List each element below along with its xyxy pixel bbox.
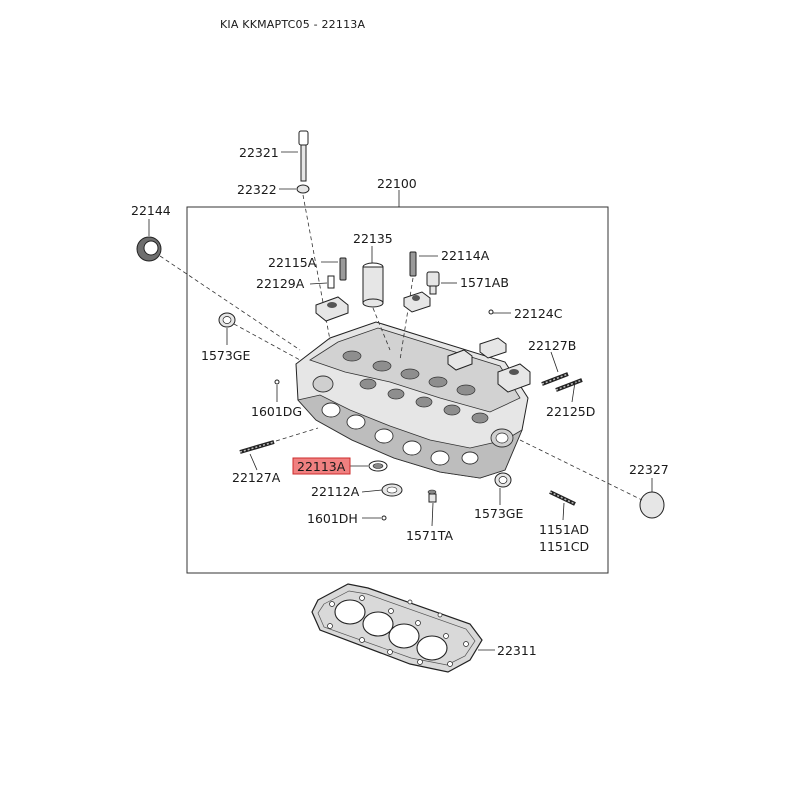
axis-plug-a [233,323,301,361]
callout-1151CD[interactable]: 1151CD [539,539,589,554]
gasket-22113A [368,460,388,472]
plug-1571TA [427,489,437,503]
ball-1601DG [274,379,280,385]
callout-22127A[interactable]: 22127A [232,470,281,485]
callout-22125D[interactable]: 22125D [546,404,595,419]
callout-22124C[interactable]: 22124C [514,306,563,321]
cup-plug-1573GE-a [218,312,236,328]
bolt-22321 [298,130,309,182]
pin-22124C [488,309,494,315]
stud-22127A [239,440,275,454]
ball-1601DH [381,515,387,521]
callout-22321[interactable]: 22321 [239,145,279,160]
callout-1573GE-upper[interactable]: 1573GE [201,348,250,363]
diagram-title: KIA KKMAPTC05 - 22113A [220,18,365,31]
callout-1601DG[interactable]: 1601DG [251,404,302,419]
tappet-22135 [362,262,384,308]
axis-stud-a [275,427,319,442]
callout-1601DH[interactable]: 1601DH [307,511,358,526]
cap-22327 [639,491,665,519]
callout-1573GE-lower[interactable]: 1573GE [474,506,523,521]
seal-22112A [381,483,403,497]
callout-1151AD[interactable]: 1151AD [539,522,589,537]
callout-22135[interactable]: 22135 [353,231,393,246]
callout-1571TA[interactable]: 1571TA [406,528,453,543]
valve-guide-22114A [409,251,417,277]
cup-plug-1573GE-b [494,472,512,488]
callouts: 22321 22322 22100 22144 22135 22115A 221… [131,145,669,658]
plug-1571AB [426,271,440,295]
cam-cap-front [497,363,531,393]
callout-22113A[interactable]: 22113A [297,459,346,474]
cam-cap-right-2 [479,337,507,359]
leader-lines [148,151,653,651]
callout-22127B[interactable]: 22127B [528,338,576,353]
callout-22327[interactable]: 22327 [629,462,669,477]
callout-22112A[interactable]: 22112A [311,484,360,499]
callout-22114A[interactable]: 22114A [441,248,490,263]
washer-22322 [296,184,310,194]
callout-22129A[interactable]: 22129A [256,276,305,291]
assembly-frame [186,206,609,574]
dowel-22129A [327,275,335,289]
head-gasket-22311 [311,583,483,673]
callout-22322[interactable]: 22322 [237,182,277,197]
callout-22144[interactable]: 22144 [131,203,171,218]
stud-1151AD [549,490,576,506]
cam-cap-left [315,296,349,322]
oil-seal-22144 [136,236,162,262]
cam-cap-center [403,291,431,313]
callout-22115A[interactable]: 22115A [268,255,317,270]
callout-1571AB[interactable]: 1571AB [460,275,509,290]
cam-cap-right-1 [447,349,473,371]
callout-22311[interactable]: 22311 [497,643,537,658]
valve-guide-22115A [339,257,347,281]
callout-22100[interactable]: 22100 [377,176,417,191]
axis-oil-seal [159,255,301,351]
highlight-box [292,457,351,475]
axis-tappet [372,307,391,351]
studs-22127B [541,372,583,392]
axis-cap [519,439,643,501]
